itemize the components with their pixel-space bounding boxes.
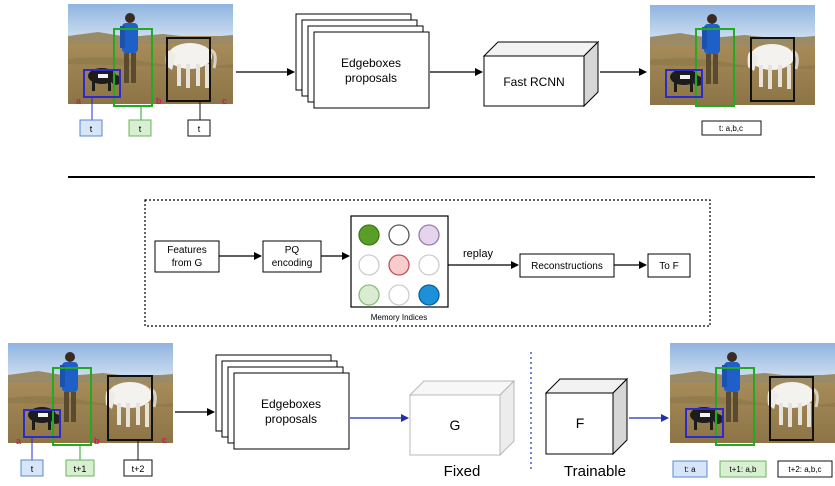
bottom-out-tag-2 bbox=[719, 460, 767, 478]
top-tag-dog-text: t bbox=[90, 124, 93, 134]
top-output-image bbox=[648, 3, 817, 107]
memory-index-circle bbox=[358, 224, 380, 246]
out-person-box bbox=[695, 28, 735, 107]
reconstructions-label: Reconstructions bbox=[531, 261, 603, 272]
features-box bbox=[154, 240, 220, 273]
to-f-box bbox=[647, 253, 691, 278]
bottom-label-a: a bbox=[16, 436, 22, 446]
bottom-proposals-line1: Edgeboxes bbox=[261, 397, 321, 411]
top-input-image bbox=[66, 2, 235, 107]
memory-index-circle bbox=[358, 284, 380, 306]
top-tag-horse-text: t bbox=[198, 124, 201, 134]
bottom-tag-t1-text: t+1 bbox=[74, 464, 87, 474]
to-f-label: To F bbox=[659, 261, 678, 272]
bottom-label-b: b bbox=[94, 436, 100, 446]
out-dog-box bbox=[665, 69, 703, 98]
pq-line1: PQ bbox=[285, 245, 300, 256]
trainable-label: Trainable bbox=[564, 463, 626, 480]
top-fast-rcnn-label: Fast RCNN bbox=[503, 75, 564, 89]
top-label-c: c bbox=[222, 96, 227, 106]
top-proposals-stack bbox=[295, 13, 430, 109]
top-tag-horse bbox=[187, 119, 211, 137]
memory-index-circle bbox=[418, 224, 440, 246]
memory-dashed-panel bbox=[144, 199, 711, 327]
bottom-out-tag-1-text: t: a bbox=[684, 465, 696, 474]
memory-index-circle bbox=[358, 254, 380, 276]
g-cube bbox=[408, 379, 516, 457]
b-horse-box bbox=[107, 375, 153, 441]
top-proposals-line1: Edgeboxes bbox=[341, 56, 401, 70]
top-output-tag-text: t: a,b,c bbox=[719, 124, 743, 133]
bottom-input-image bbox=[6, 341, 175, 446]
b-dog-box bbox=[23, 409, 61, 438]
b-person-box bbox=[52, 367, 92, 446]
memory-index-circle bbox=[418, 284, 440, 306]
bottom-proposals-line2: proposals bbox=[265, 412, 317, 426]
bottom-out-tag-2-text: t+1: a,b bbox=[730, 465, 757, 474]
horse-box bbox=[166, 37, 211, 102]
bottom-tag-t-text: t bbox=[31, 464, 34, 474]
top-proposals-line2: proposals bbox=[345, 71, 397, 85]
bottom-out-tag-3 bbox=[777, 460, 833, 478]
top-label-b: b bbox=[156, 96, 162, 106]
bottom-tag-t1 bbox=[65, 459, 95, 477]
top-label-a: a bbox=[76, 96, 82, 106]
memory-caption: Memory Indices bbox=[371, 313, 427, 322]
top-tag-connectors bbox=[91, 97, 201, 120]
top-tag-dog bbox=[79, 119, 103, 137]
pq-box bbox=[262, 240, 322, 273]
features-line1: Features bbox=[167, 245, 206, 256]
bottom-tag-t bbox=[20, 459, 44, 477]
bottom-label-c: c bbox=[162, 435, 167, 445]
person-box bbox=[113, 28, 153, 107]
memory-cells bbox=[358, 224, 440, 306]
bottom-output-image bbox=[668, 341, 835, 446]
bottom-tag-t2 bbox=[123, 459, 153, 477]
memory-index-circle bbox=[388, 224, 410, 246]
memory-index-circle bbox=[418, 254, 440, 276]
bottom-out-tag-3-text: t+2: a,b,c bbox=[788, 465, 821, 474]
memory-index-circle bbox=[388, 284, 410, 306]
pq-line2: encoding bbox=[272, 258, 313, 269]
bottom-out-tag-1 bbox=[672, 460, 708, 478]
memory-index-circle bbox=[388, 254, 410, 276]
bo-horse-box bbox=[769, 376, 814, 441]
top-tag-person-text: t bbox=[139, 124, 142, 134]
g-label: G bbox=[450, 417, 461, 433]
bo-dog-box bbox=[685, 408, 724, 438]
replay-label: replay bbox=[463, 248, 493, 260]
f-cube bbox=[544, 377, 629, 456]
bottom-tag-connectors bbox=[31, 437, 139, 460]
features-line2: from G bbox=[172, 258, 203, 269]
dog-box bbox=[83, 69, 121, 98]
bottom-proposals-stack bbox=[215, 354, 350, 450]
fixed-label: Fixed bbox=[444, 463, 481, 480]
bottom-tag-t2-text: t+2 bbox=[132, 464, 145, 474]
top-tag-person bbox=[128, 119, 152, 137]
bo-person-box bbox=[715, 367, 755, 446]
top-output-tag bbox=[701, 120, 762, 136]
f-label: F bbox=[576, 415, 585, 431]
top-fast-rcnn-cube bbox=[482, 40, 600, 108]
out-horse-box bbox=[750, 37, 795, 102]
